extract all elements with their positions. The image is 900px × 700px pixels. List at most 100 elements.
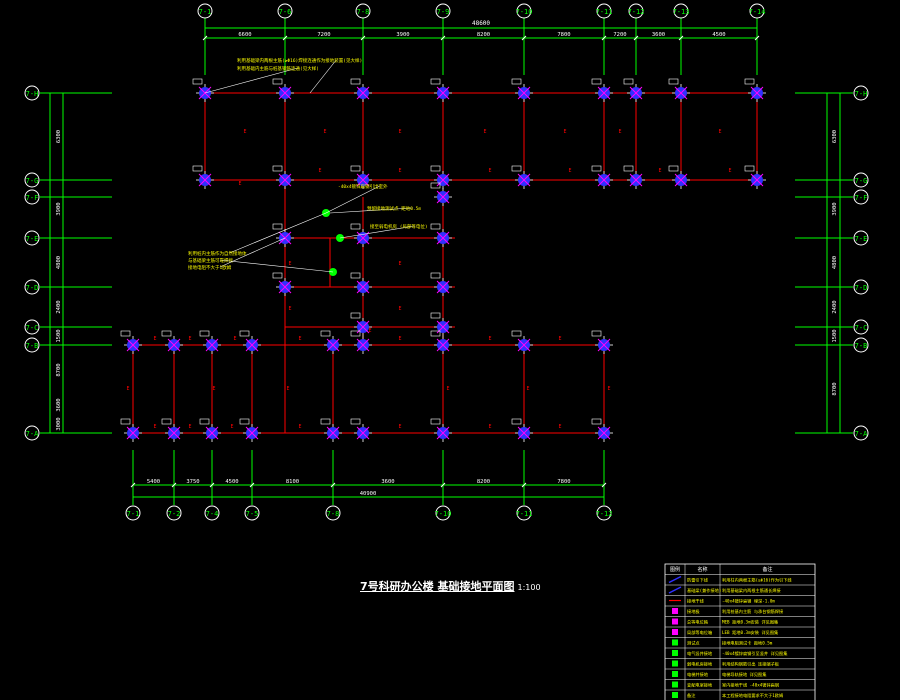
pile-tag [161,418,172,425]
grounding-mark-e: E [323,129,326,135]
legend-header: 名称 [697,566,707,573]
pile-cross [436,173,450,187]
legend-symbol [672,650,678,656]
axis-bubble-top [673,3,689,19]
annotation-leader [309,59,337,94]
dim-tick-top [360,35,366,41]
legend-row-desc: 利用柱内两根主筋(≥Φ16)作为引下线 [722,577,792,584]
pile-cap [744,165,766,189]
pile-cross [517,173,531,187]
legend-row-name: 总等电位箱 [687,619,708,626]
pile-cap [591,418,613,442]
pile-tag [239,418,250,425]
pile-cap [320,418,342,442]
axis-bubble-top [197,3,213,19]
legend-symbol [672,692,678,698]
pile-cross [436,338,450,352]
legend-row-desc: -40x4镀锌扁钢 埋深-1.0m [722,598,775,605]
legend-row-name: 备注 [687,692,696,699]
legend-row-desc: MEB 距地0.3m安装 详见图集 [722,619,779,626]
pile-cross [356,426,370,440]
dim-text-top: 6600 [238,32,251,38]
annotations: 利用基础梁内两根主筋(≥Φ16)焊接连通作为接地装置(见大样)利用基础内主筋与桩… [188,57,428,276]
annotation-text: -40x4镀锌扁钢引出室外 [338,183,388,190]
grounding-mark-e: E [288,306,291,312]
pile-cross [436,231,450,245]
pile-cap [161,330,183,354]
grounding-mark-e: E [558,424,561,430]
legend-row-desc: LEB 距地0.3m安装 详见图集 [722,629,779,636]
pile-cap [591,330,613,354]
dim-tick-top [678,35,684,41]
grounding-mark-e: E [398,129,401,135]
pile-cross [205,338,219,352]
dim-tick-top [202,35,208,41]
dim-tick-bottom [249,482,255,488]
pile-cross [356,280,370,294]
legend-border [664,563,816,700]
legend-symbol [672,660,678,667]
grounding-mark-e: E [526,386,529,392]
legend-row-name: 接地干线 [687,598,705,605]
dim-text-left: 4800 [56,256,62,269]
axis-label-right: 7-B [855,342,868,350]
dim-text-left: 8700 [56,363,62,376]
grounding-mark-e: E [618,129,621,135]
dim-text-right: 2400 [832,300,838,313]
pile-cross [167,426,181,440]
axis-bubble-bottom [166,505,182,521]
dim-text-top: 4500 [712,32,725,38]
pile-tag [511,330,522,337]
pile-cap [239,330,261,354]
dim-text-bottom: 7800 [557,479,570,485]
axis-label-right: 7-E [855,235,868,243]
legend-symbol [672,618,678,625]
pile-tag [591,330,602,337]
dim-tick-top [754,35,760,41]
dim-text-bottom: 5400 [147,479,160,485]
pile-cross [278,173,292,187]
grounding-mark-e: E [212,386,215,392]
axis-label-bottom: 7-11 [516,510,533,518]
legend-symbol [672,671,678,677]
pile-cross [245,426,259,440]
pile-cap [350,165,372,189]
dim-tick-bottom [601,482,607,488]
pile-cap [430,272,452,296]
grounding-mark-e: E [488,336,491,342]
pile-tag [350,223,361,230]
axis-label-top: 7-1 [199,8,212,16]
pile-cross [245,338,259,352]
pile-tag [239,330,250,337]
pile-cross [674,173,688,187]
pile-cap [430,330,452,354]
axis-bubble-bottom [596,505,612,521]
legend-row-desc: 利用桩基内主筋 与承台钢筋焊接 [722,608,784,615]
pile-cap [199,330,221,354]
pile-cap [430,312,452,336]
legend-row-desc: 本工程接地电阻要求不大于1欧姆 [722,692,784,699]
axis-bubble-top [596,3,612,19]
axis-bubble-bottom [204,505,220,521]
pile-tag [430,330,441,337]
annotation-leader [329,207,412,214]
pile-cap [623,165,645,189]
dim-tick-bottom [209,482,215,488]
dim-text-left: 3000 [56,417,62,430]
pile-tag [199,330,210,337]
annotation-leader [219,237,286,268]
annotation-leader [229,212,327,254]
annotation-text: 接地电阻不大于1欧姆 [188,264,232,271]
pile-tag [120,330,131,337]
pile-cross [597,426,611,440]
pile-cross [356,338,370,352]
pile-cross [436,426,450,440]
dim-text-left: 3600 [56,398,62,411]
pile-cap [430,165,452,189]
grounding-mark-e: E [488,424,491,430]
pile-tag [430,165,441,172]
legend-symbol [668,586,682,594]
pile-tag [511,418,522,425]
annotation-text: 利用基础内主筋与桩基钢筋连通(见大样) [237,65,319,72]
